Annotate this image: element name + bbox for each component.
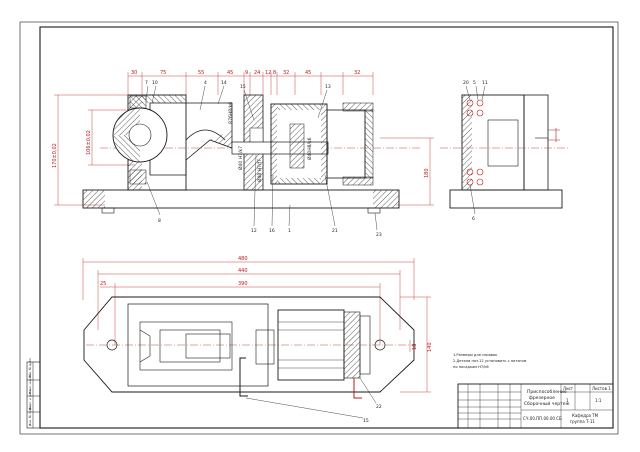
dim-25: 25: [100, 281, 106, 287]
side-strip-label-1: Инв. № подл.: [28, 405, 32, 426]
sheet-number: 1: [566, 398, 569, 403]
part-10: 10: [152, 80, 158, 86]
dim-9: 9: [245, 70, 248, 76]
fit-label-4: Ø40H8/k6: [306, 137, 313, 160]
dim-30: 30: [131, 70, 137, 76]
inner-frame: [39, 26, 614, 429]
dim-390: 390: [238, 281, 248, 287]
part-21: 21: [332, 228, 338, 234]
part-11: 11: [482, 80, 488, 86]
dim-18: 18: [412, 344, 418, 350]
sheet-label: Лист: [563, 386, 574, 391]
side-strip-label-3: Взам. инв. №: [28, 374, 32, 394]
outer-border: [19, 21, 619, 435]
part-1: 1: [288, 228, 291, 234]
side-strip-label-4: Инв. № дубл.: [28, 357, 32, 378]
technical-notes: 1.Размеры для справок 2.Детали поз.12 ус…: [453, 353, 527, 369]
plan-view: 480 440 25 390 18 140 2: [82, 256, 433, 424]
note-1: 1.Размеры для справок: [453, 353, 498, 357]
note-2: 2.Детали поз.12 установить с натягом: [453, 359, 527, 363]
part-14: 14: [221, 80, 227, 86]
piston-rod: [231, 141, 329, 155]
dim-75: 75: [160, 70, 166, 76]
dim-24: 24: [254, 70, 260, 76]
dim-55: 55: [198, 70, 204, 76]
part-22: 22: [376, 404, 382, 410]
part-16: 16: [269, 228, 275, 234]
dim-32b: 32: [354, 70, 360, 76]
dim-480: 480: [238, 256, 248, 262]
part-13: 13: [325, 84, 331, 90]
part-7: 7: [145, 80, 148, 86]
part-5: 5: [473, 80, 476, 86]
dim-12: 12: [265, 70, 271, 76]
dim-440: 440: [238, 268, 248, 274]
dim-8: 8: [273, 70, 276, 76]
note-3: по посадкам H7/k6: [453, 365, 489, 369]
part-8: 8: [158, 218, 161, 224]
part-15-top: 15: [240, 84, 246, 90]
dim-106: 106±0,02: [86, 130, 92, 155]
side-base: [449, 189, 563, 209]
dim-45a: 45: [227, 70, 233, 76]
document-code: СЧ.00.ПП.00.00 СБ: [523, 416, 562, 421]
part-23: 23: [376, 232, 382, 238]
group: группа Т-11: [570, 419, 595, 424]
fit-label-3: Ø48 H7/f7: [256, 159, 263, 182]
fit-label-2: Ø40 H7/k7: [237, 146, 244, 170]
drawing-title-3: Сборочный чертеж: [524, 400, 570, 407]
part-6: 6: [472, 216, 475, 222]
part-15-plan: 15: [363, 418, 369, 424]
front-view: 30 75 55 45 9 24 12 8 32 45 32 170±0,02 …: [52, 70, 434, 238]
dim-140: 140: [427, 342, 433, 352]
sheets-count: Листов 1: [592, 386, 611, 391]
dim-180: 180: [424, 168, 430, 178]
side-view: 20 5 11 6: [440, 80, 568, 222]
side-strip-label-2: Подп. и дата: [28, 389, 32, 410]
fit-label-1: R76H8/k6: [228, 102, 234, 124]
part-4: 4: [204, 80, 207, 86]
drawing-title-1: Приспособление: [527, 389, 567, 395]
part-12: 12: [251, 228, 257, 234]
base-plate: [82, 189, 400, 209]
dim-45b: 45: [305, 70, 311, 76]
plan-base-plate: [83, 296, 415, 393]
title-block: Приспособление фрезерное Сборочный черте…: [457, 383, 614, 429]
dim-170: 170±0,02: [52, 143, 58, 168]
organization: Кафедра ТМ: [572, 413, 599, 418]
part-20: 20: [463, 80, 469, 86]
drawing-title-2: фрезерное: [529, 395, 555, 401]
drawing-scale: 1:1: [595, 398, 602, 403]
dim-32a: 32: [283, 70, 289, 76]
side-strip: Инв. № подл. Подп. и дата Взам. инв. № И…: [26, 357, 41, 429]
